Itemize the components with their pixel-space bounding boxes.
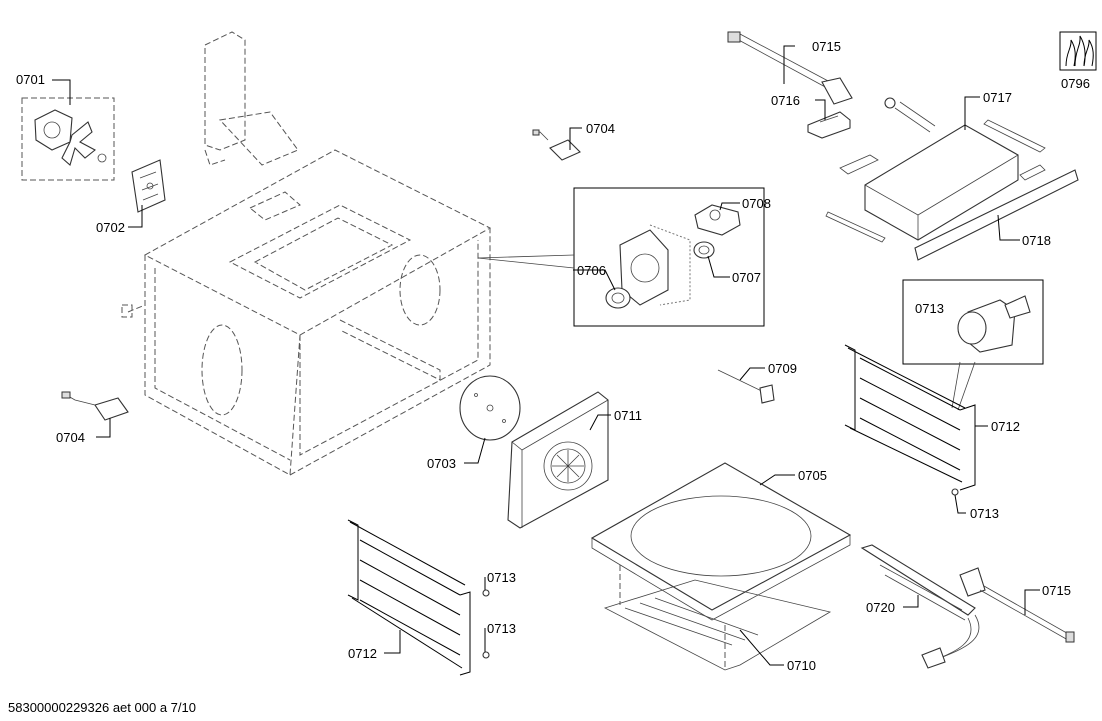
label-0715-bottom: 0715 xyxy=(1042,583,1071,598)
label-0713-b: 0713 xyxy=(487,621,516,636)
inset-rack-clip xyxy=(902,279,1044,411)
label-0796: 0796 xyxy=(1061,76,1090,91)
label-0712-left: 0712 xyxy=(348,646,377,661)
label-0713-right: 0713 xyxy=(970,506,999,521)
part-0712-rack-right xyxy=(844,344,976,496)
label-0718: 0718 xyxy=(1022,233,1051,248)
part-0715-harness-top xyxy=(727,31,853,105)
label-0704-left: 0704 xyxy=(56,430,85,445)
label-0709: 0709 xyxy=(768,361,797,376)
label-0717: 0717 xyxy=(983,90,1012,105)
part-0711-fan-cover xyxy=(507,391,609,529)
label-0711: 0711 xyxy=(614,408,642,423)
leader-lines xyxy=(52,45,1040,666)
inset-lamp-assembly xyxy=(477,187,765,327)
part-0717-grill-heater xyxy=(825,97,1046,243)
part-0720-element xyxy=(860,544,980,669)
oven-cavity xyxy=(121,31,492,476)
part-labels: 0701 0702 0704 0704 0715 0716 0717 0718 … xyxy=(16,39,1090,673)
part-0716-bracket xyxy=(807,111,851,139)
flame-icon xyxy=(1059,31,1097,71)
part-0715-harness-bottom xyxy=(959,567,1075,643)
part-0701-fan-motor xyxy=(21,97,115,181)
document-id: 58300000229326 aet 000 a 7/10 xyxy=(8,700,196,715)
part-0718-rail xyxy=(914,169,1079,261)
label-0713-inset: 0713 xyxy=(915,301,944,316)
label-0716: 0716 xyxy=(771,93,800,108)
part-0704-sensor-top xyxy=(532,129,581,161)
label-0715-top: 0715 xyxy=(812,39,841,54)
part-0703-disc xyxy=(459,375,521,441)
part-0705-floor-plate xyxy=(590,462,852,621)
label-0710: 0710 xyxy=(787,658,816,673)
label-0712-right: 0712 xyxy=(991,419,1020,434)
part-0709-probe xyxy=(717,369,775,404)
label-0703: 0703 xyxy=(427,456,456,471)
label-0705: 0705 xyxy=(798,468,827,483)
label-0708: 0708 xyxy=(742,196,771,211)
label-0704-top: 0704 xyxy=(586,121,615,136)
part-0712-rack-left xyxy=(347,519,490,676)
label-0720: 0720 xyxy=(866,600,895,615)
label-0713-a: 0713 xyxy=(487,570,516,585)
label-0707: 0707 xyxy=(732,270,761,285)
part-0704-sensor-left xyxy=(61,391,129,421)
label-0702: 0702 xyxy=(96,220,125,235)
label-0701: 0701 xyxy=(16,72,45,87)
label-0706: 0706 xyxy=(577,263,606,278)
part-0702-rear-panel xyxy=(131,159,166,213)
part-0710-bottom-heater xyxy=(603,565,832,671)
